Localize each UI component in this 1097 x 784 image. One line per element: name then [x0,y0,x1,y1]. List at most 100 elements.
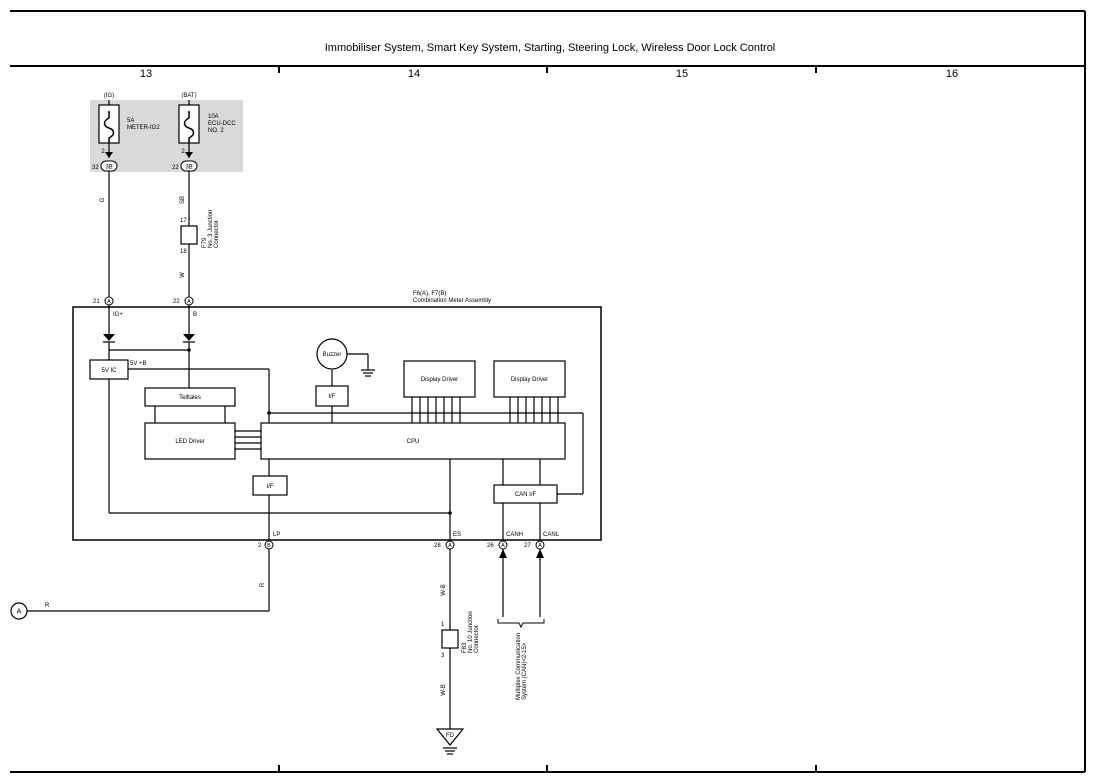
cpu-block [260,422,566,460]
pin-canh-number: 26 [487,543,494,549]
jc-f79-pin-top: 17 [180,218,187,224]
jc-f79-pin-bottom: 18 [180,249,187,255]
pin-ig-number: 21 [93,299,100,305]
junction-dot-3 [267,411,271,415]
pin-lp-label: LP [273,532,280,538]
column-number-16: 16 [946,68,958,80]
lp-interface-block [252,475,288,496]
meter-name: Combination Meter Assembly [413,298,491,304]
buzzer-interface-block [315,385,349,407]
wire-sb-label: SB [180,196,186,204]
wire-wb-upper-label: W-B [441,584,447,596]
junction-3b-bat-label: 3B [185,165,192,171]
pin-ig-connector-letter: A [107,299,111,305]
pin-lp-connector-letter: B [267,543,271,549]
canl-arrow-icon [536,549,544,558]
fuse-ig-name: METER-IG2 [127,125,160,131]
buzzer-label: Buzzer [323,352,342,358]
display-driver-2-block [493,360,566,398]
page-frame [10,10,1086,773]
pin-b-number: 22 [173,299,180,305]
wire-r-label: R [260,582,266,587]
regulator-5v-ic-block [89,359,129,380]
pin-ig-label: IG+ [113,312,123,318]
fuse-ig-rating: 5A [127,118,134,124]
pin-canl-number: 27 [524,543,531,549]
junction-connector-f79 [180,225,198,245]
fuse-ig-icon [103,111,115,143]
diagram-title: Immobiliser System, Smart Key System, St… [325,42,776,54]
pin-canl-label: CANL [543,532,560,538]
fuse-bat-terminal-icon [185,152,193,158]
column-number-15: 15 [676,68,688,80]
led-driver-block [144,422,236,460]
telltales-label: Telltales [179,395,201,401]
pin-b-connector-letter: A [187,299,191,305]
wire-r-label-horizontal: R [45,603,50,609]
ground-fd-icon [435,728,465,746]
column-number-14: 14 [408,68,420,80]
jc-f83-label-2: Connector [474,625,480,653]
jc-f79-label-1: No. 3 Junction [208,210,214,248]
column-number-13: 13 [140,68,152,80]
connector-a [10,602,28,620]
can-interface-block [493,484,558,504]
lp-interface-label: I/F [267,484,274,490]
meter-id: F6(A), F7(B) [413,291,446,297]
pin-es-number: 28 [434,543,441,549]
jc-f79-label-2: Connector [214,220,220,248]
pin-canh-connector-letter: A [501,543,505,549]
multiplex-system-label-1: Multiplex Communication [516,633,522,700]
pin-b-label: B [193,312,197,318]
wire-w-label: W [180,272,186,278]
multiplex-system-label-2: System (CAN)<2-15> [522,642,528,700]
buzzer-icon [316,338,348,370]
fuse-bat-icon [183,111,195,143]
meter-internal-wiring [103,305,584,540]
pin-es-label: ES [453,532,461,538]
fuse-bat-name: ECU-DCC [208,121,236,127]
fuse-bat-source: (BAT) [181,93,196,99]
fuse-bat-name-2: NO. 2 [208,128,224,134]
telltales-block [144,387,236,407]
junction-3b-bat-pin: 22 [172,165,179,171]
fuse-ig-pin: 2 [101,149,105,155]
display-driver-1-label: Display Driver [421,377,458,383]
fuse-ig-terminal-icon [105,152,113,158]
wire-g-label: G [100,197,106,202]
buzzer-interface-label: I/F [329,394,336,400]
jc-f83-label-1: No. 10 Junction [468,611,474,653]
junction-3b-ig-pin: 32 [92,165,99,171]
pin-lp-number: 2 [258,543,262,549]
regulator-output-label: 5V +B [130,361,147,367]
led-driver-label: LED Driver [175,439,204,445]
canh-arrow-icon [499,549,507,558]
connector-a-label: A [17,609,22,616]
fuse-bat-rating: 10A [208,114,219,120]
pin-canl-connector-letter: A [538,543,542,549]
can-bus-lines [497,549,545,629]
fuse-ig-source: (IG) [104,93,114,99]
cpu-label: CPU [407,439,420,445]
regulator-5v-ic-label: 5V IC [101,368,117,374]
ground-fd-label: FD [446,733,455,739]
display-driver-1-block [403,360,476,398]
pin-es-connector-letter: A [448,543,452,549]
jc-f83-id: F83 [462,642,468,653]
junction-3b-ig-label: 3B [105,165,112,171]
junction-connector-f83 [441,629,459,649]
junction-dot-1 [187,348,191,352]
jc-f79-id: F79 [202,237,208,248]
diode-b-icon [183,334,195,341]
jc-f83-pin-top: 1 [441,622,445,628]
display-driver-2-label: Display Driver [511,377,548,383]
wire-wb-lower-label: W-B [441,684,447,696]
fuse-bat-pin: 2 [181,149,185,155]
fuse-block: (IG) (BAT) 5A METER-IG2 2 3B 32 10A ECU-… [90,93,243,172]
pin-canh-label: CANH [506,532,523,538]
jc-f83-pin-bottom: 3 [441,653,445,659]
combination-meter-assembly [72,306,602,541]
diode-ig-icon [103,334,115,341]
can-interface-label: CAN I/F [515,492,537,498]
